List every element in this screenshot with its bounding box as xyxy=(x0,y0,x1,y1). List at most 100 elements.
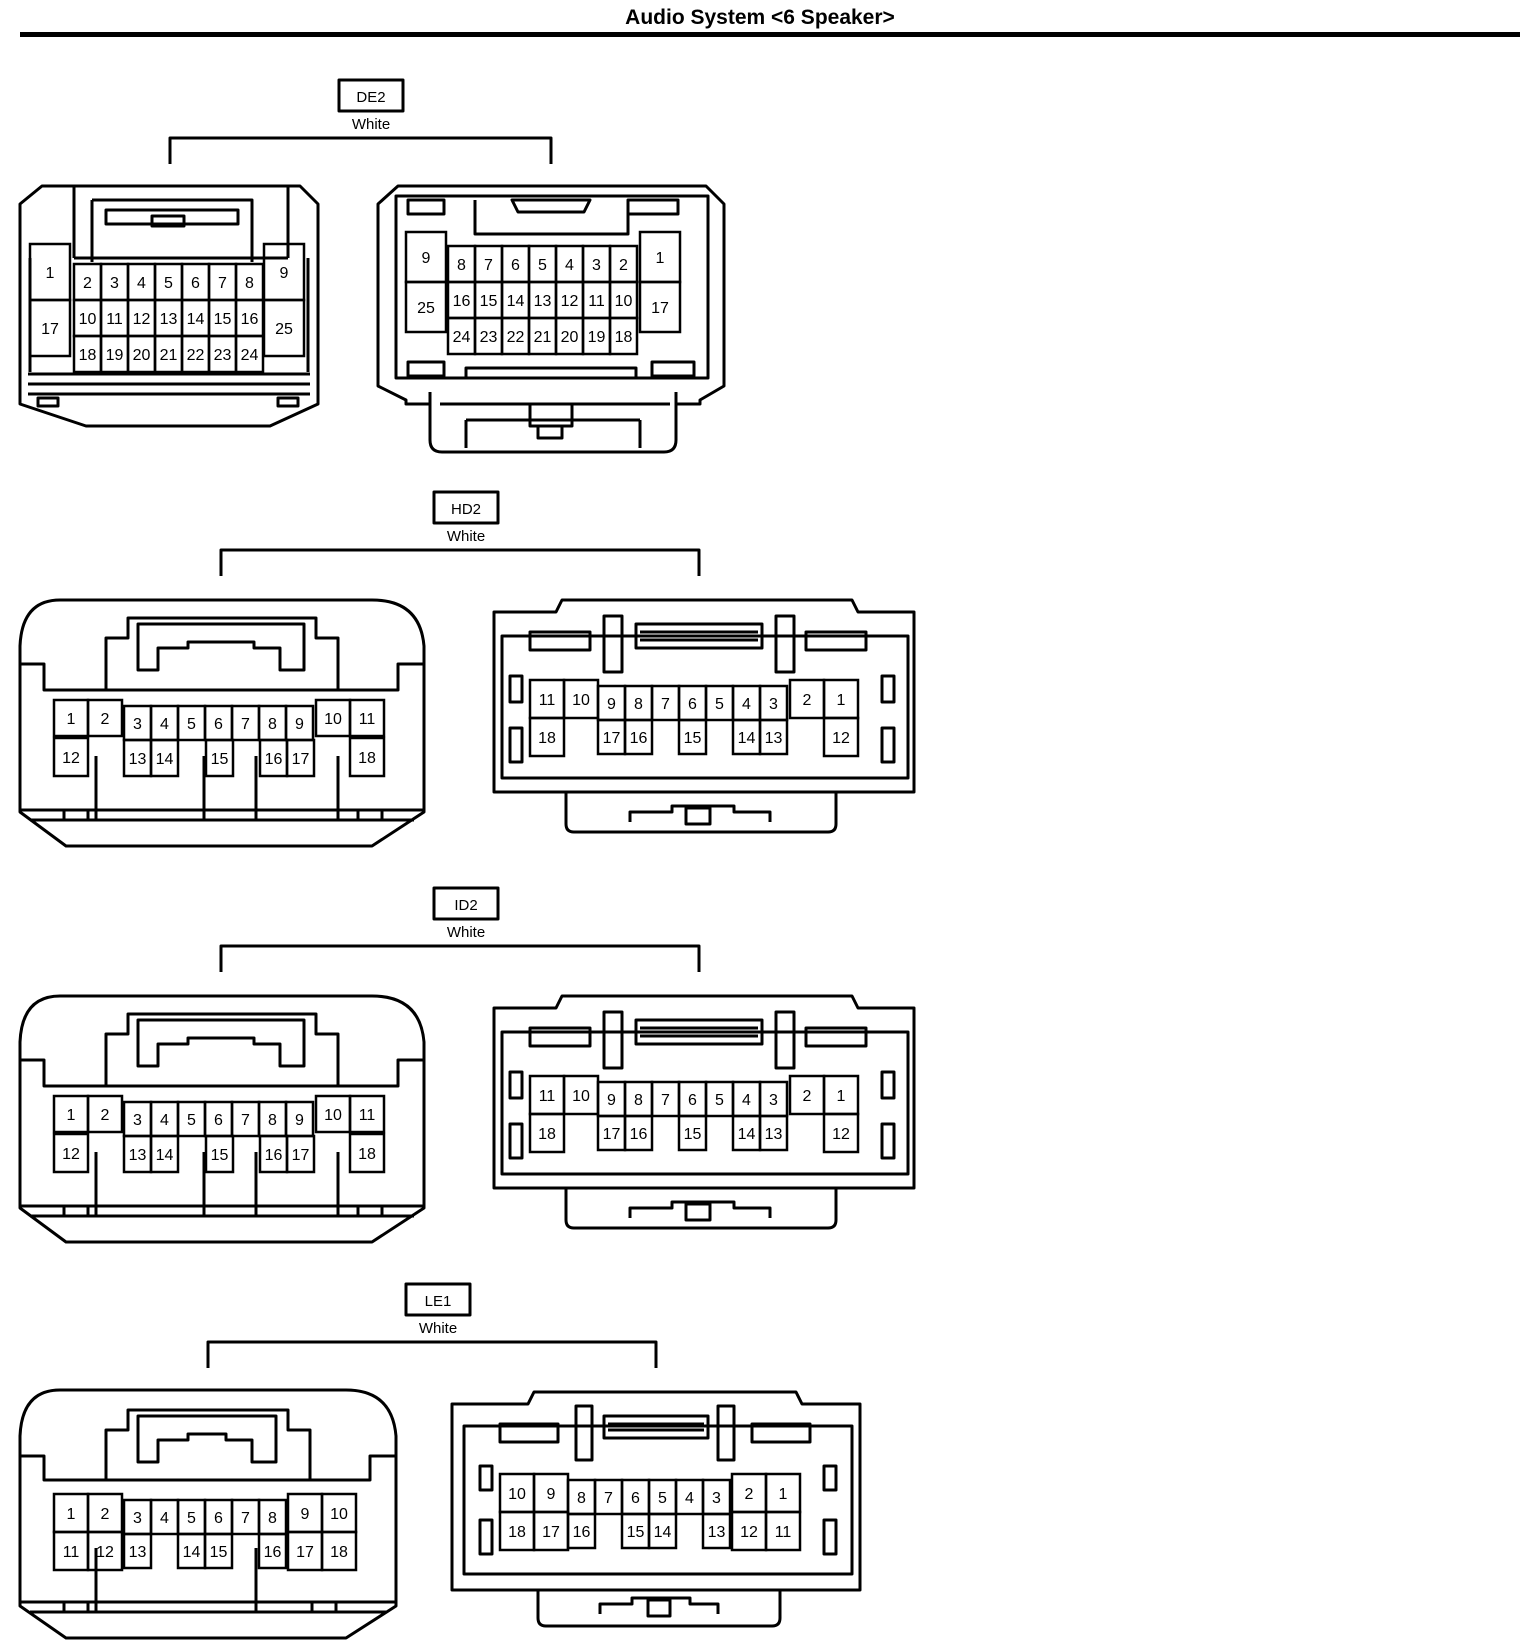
pin-number: 18 xyxy=(615,329,633,346)
pin-number: 14 xyxy=(156,751,174,768)
pin-number: 2 xyxy=(101,711,110,728)
pin-number: 5 xyxy=(715,696,724,713)
pin-number: 18 xyxy=(538,1126,556,1143)
connector-code-box xyxy=(337,78,405,113)
pin-number: 12 xyxy=(832,1126,850,1143)
pin-cell: 7 xyxy=(593,1478,624,1516)
pin-number: 16 xyxy=(241,311,259,328)
pin-box xyxy=(86,1530,124,1572)
pin-cell: 15 xyxy=(204,738,235,778)
pin-number: 20 xyxy=(561,329,579,346)
pin-cell: 3 xyxy=(99,262,130,302)
pin-cell: 9 xyxy=(286,1492,324,1534)
connector-color-label: White xyxy=(419,1320,457,1337)
pin-number: 6 xyxy=(688,696,697,713)
pin-number: 7 xyxy=(241,716,250,733)
pin-number: 8 xyxy=(577,1490,586,1507)
pin-number: 4 xyxy=(160,716,169,733)
pin-box xyxy=(52,1132,90,1174)
pin-cell: 5 xyxy=(704,1080,735,1118)
pin-cell: 16 xyxy=(234,298,265,338)
pin-box xyxy=(86,698,124,738)
pin-cell: 4 xyxy=(731,684,762,722)
pin-cell: 8 xyxy=(623,684,654,722)
pin-cell: 15 xyxy=(207,298,238,338)
pin-number: 6 xyxy=(688,1092,697,1109)
pin-number: 15 xyxy=(480,293,498,310)
pin-cell: 4 xyxy=(149,1100,180,1138)
connector-color-label: White xyxy=(352,116,390,133)
pin-number: 18 xyxy=(330,1544,348,1561)
pin-cell: 18 xyxy=(320,1530,358,1572)
pin-cell: 7 xyxy=(650,684,681,722)
pin-number: 14 xyxy=(187,311,205,328)
pin-number: 11 xyxy=(106,311,123,328)
pin-cell: 10 xyxy=(608,280,639,320)
connector-bracket xyxy=(219,944,701,972)
pin-cell: 18 xyxy=(608,316,639,356)
connector-DE2 xyxy=(18,78,726,454)
pin-number: 8 xyxy=(634,1092,643,1109)
pin-cell: 6 xyxy=(203,1498,234,1536)
pin-number: 1 xyxy=(779,1486,788,1503)
pin-cell: 5 xyxy=(176,1498,207,1536)
pin-number: 9 xyxy=(607,696,616,713)
pin-number: 10 xyxy=(324,711,342,728)
pin-cell: 1 xyxy=(638,230,682,284)
pin-number: 3 xyxy=(592,257,601,274)
pin-number: 13 xyxy=(129,1147,147,1164)
pin-number: 22 xyxy=(187,347,205,364)
pin-number: 13 xyxy=(765,730,783,747)
pin-number: 2 xyxy=(803,692,812,709)
pin-cell: 18 xyxy=(348,736,386,778)
pin-cell: 24 xyxy=(446,316,477,356)
pin-box xyxy=(348,698,386,738)
pin-cell: 14 xyxy=(647,1512,678,1550)
pin-number: 17 xyxy=(651,300,669,317)
pin-number: 15 xyxy=(211,1147,229,1164)
pin-number: 25 xyxy=(417,300,435,317)
pin-cell: 16 xyxy=(258,1134,289,1174)
pin-number: 10 xyxy=(330,1506,348,1523)
pin-cell: 14 xyxy=(731,1114,762,1152)
pin-box xyxy=(404,280,448,334)
pin-number: 12 xyxy=(832,730,850,747)
pin-cell: 1 xyxy=(52,1094,90,1134)
pin-cell: 15 xyxy=(473,280,504,320)
connector-bracket xyxy=(206,1340,658,1368)
pin-cell: 15 xyxy=(677,718,708,756)
pin-cell: 14 xyxy=(176,1532,207,1570)
pin-box xyxy=(822,1112,860,1154)
pin-cell: 11 xyxy=(99,298,130,338)
pin-number: 23 xyxy=(480,329,498,346)
pin-number: 8 xyxy=(268,716,277,733)
pin-number: 18 xyxy=(79,347,97,364)
connector-code-label: DE2 xyxy=(356,89,385,106)
pin-number: 14 xyxy=(507,293,525,310)
pin-cell: 18 xyxy=(528,1112,566,1154)
pin-number: 12 xyxy=(62,750,80,767)
pin-number: 11 xyxy=(63,1544,80,1561)
pin-cell: 16 xyxy=(623,1114,654,1152)
pin-cell: 24 xyxy=(234,334,265,374)
pin-number: 13 xyxy=(160,311,178,328)
pin-cell: 10 xyxy=(498,1472,536,1514)
pin-cell: 11 xyxy=(528,1074,566,1116)
pin-cell: 5 xyxy=(153,262,184,302)
connector-LE1 xyxy=(18,1282,862,1640)
pin-number: 1 xyxy=(837,692,846,709)
ID2-female-housing xyxy=(18,994,426,1244)
pin-number: 17 xyxy=(603,730,621,747)
pin-number: 5 xyxy=(715,1092,724,1109)
pin-number: 6 xyxy=(191,275,200,292)
pin-cell: 12 xyxy=(554,280,585,320)
pin-cell: 4 xyxy=(674,1478,705,1516)
ID2-male-housing xyxy=(492,994,916,1230)
pin-cell: 15 xyxy=(204,1134,235,1174)
HD2-female-housing xyxy=(18,598,426,848)
pin-cell: 7 xyxy=(230,1498,261,1536)
pin-cell: 5 xyxy=(176,1100,207,1138)
pin-cell: 6 xyxy=(620,1478,651,1516)
pin-number: 14 xyxy=(654,1524,672,1541)
pin-cell: 22 xyxy=(180,334,211,374)
